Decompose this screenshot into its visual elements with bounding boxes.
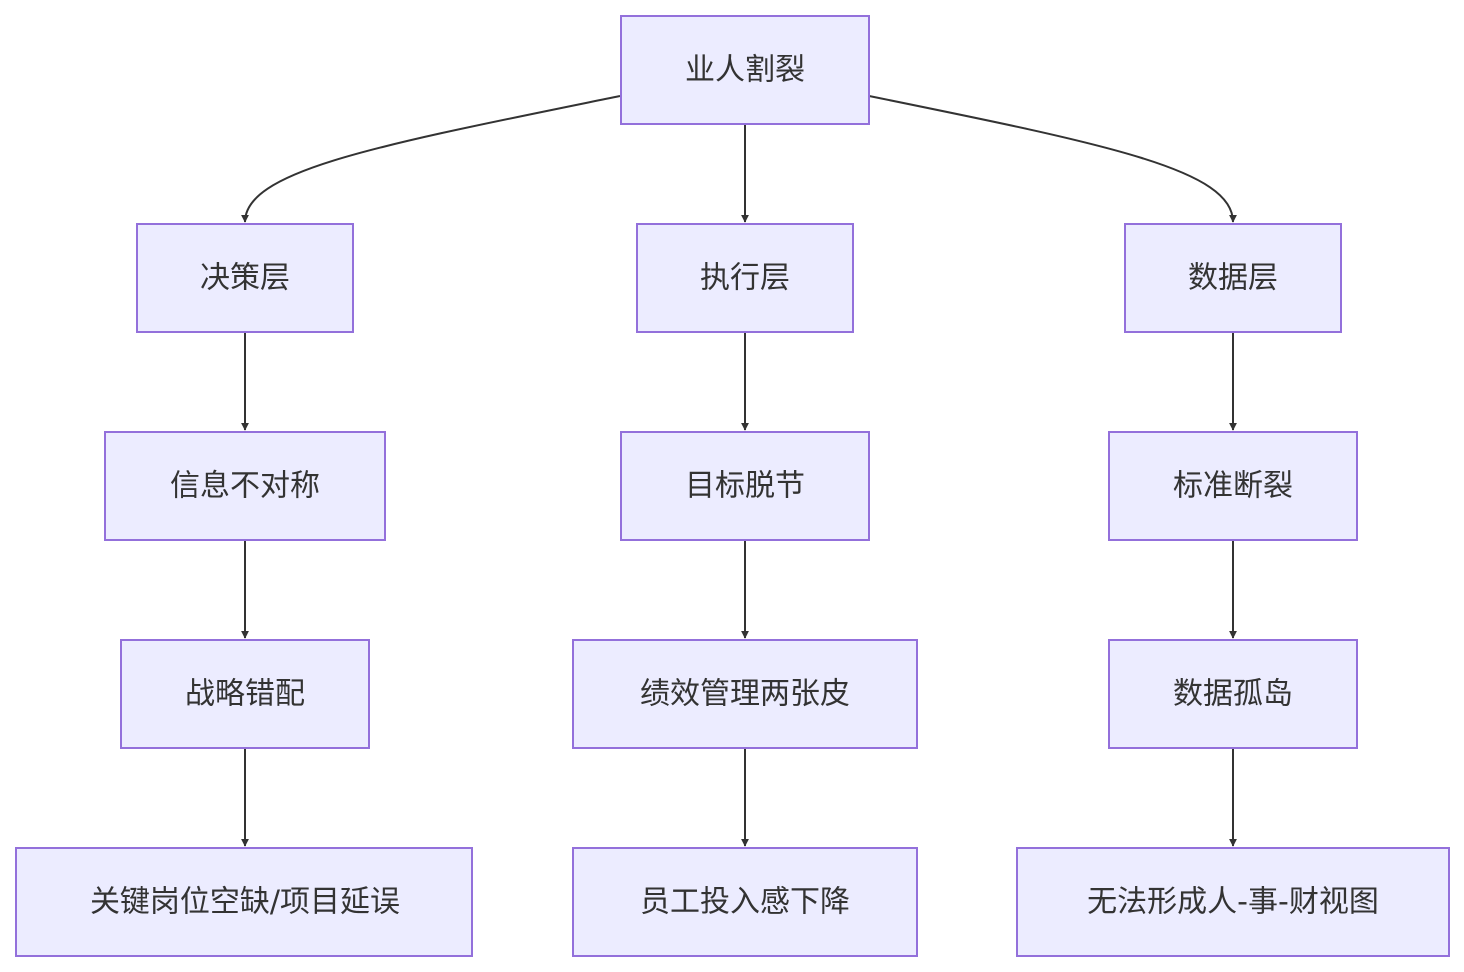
node-strategy-mis[interactable]: 战略错配 <box>120 639 370 749</box>
node-decision[interactable]: 决策层 <box>136 223 354 333</box>
node-info-asym-label: 信息不对称 <box>170 469 320 504</box>
node-root-label: 业人割裂 <box>685 53 805 88</box>
node-data-layer[interactable]: 数据层 <box>1124 223 1342 333</box>
node-perf-two-skins[interactable]: 绩效管理两张皮 <box>572 639 918 749</box>
node-no-view-label: 无法形成人-事-财视图 <box>1087 885 1379 920</box>
node-data-island[interactable]: 数据孤岛 <box>1108 639 1358 749</box>
node-root[interactable]: 业人割裂 <box>620 15 870 125</box>
node-data-layer-label: 数据层 <box>1188 261 1278 296</box>
node-strategy-mis-label: 战略错配 <box>185 677 305 712</box>
node-info-asym[interactable]: 信息不对称 <box>104 431 386 541</box>
node-std-break-label: 标准断裂 <box>1173 469 1293 504</box>
edge-root-decision <box>241 95 621 223</box>
node-engagement-drop[interactable]: 员工投入感下降 <box>572 847 918 957</box>
node-goal-gap-label: 目标脱节 <box>685 469 805 504</box>
node-execution-label: 执行层 <box>700 261 790 296</box>
node-perf-two-skins-label: 绩效管理两张皮 <box>640 677 850 712</box>
node-data-island-label: 数据孤岛 <box>1173 677 1293 712</box>
edge-root-data-layer <box>868 95 1237 223</box>
node-std-break[interactable]: 标准断裂 <box>1108 431 1358 541</box>
node-no-view[interactable]: 无法形成人-事-财视图 <box>1016 847 1450 957</box>
edges <box>241 95 1237 847</box>
node-key-vacancy-label: 关键岗位空缺/项目延误 <box>90 885 400 920</box>
node-engagement-drop-label: 员工投入感下降 <box>640 885 850 920</box>
node-decision-label: 决策层 <box>200 261 290 296</box>
node-execution[interactable]: 执行层 <box>636 223 854 333</box>
node-key-vacancy[interactable]: 关键岗位空缺/项目延误 <box>15 847 473 957</box>
node-goal-gap[interactable]: 目标脱节 <box>620 431 870 541</box>
